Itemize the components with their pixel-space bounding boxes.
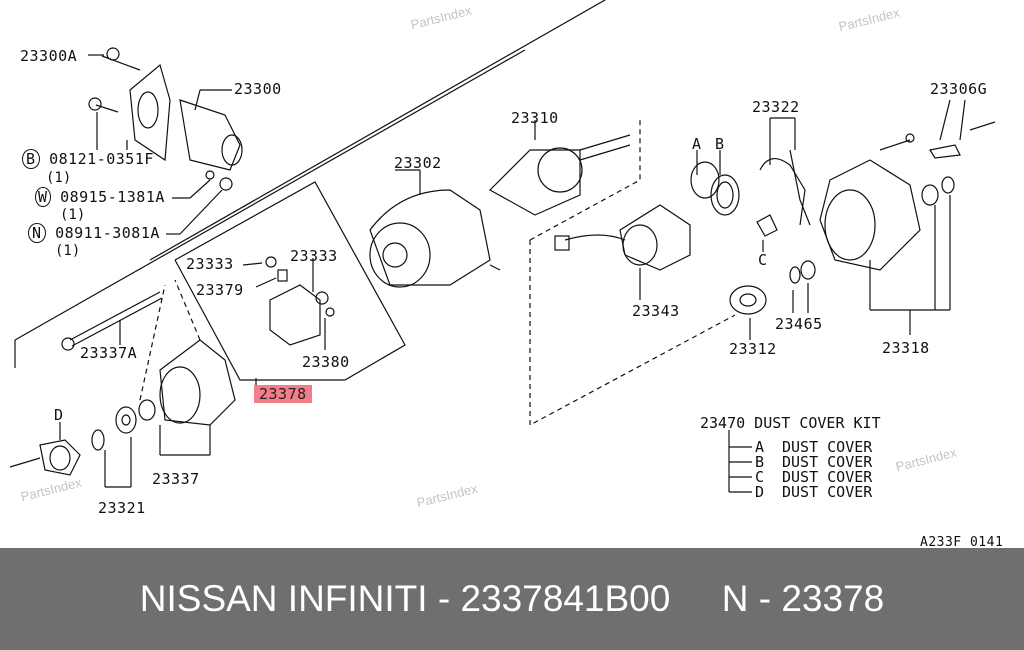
- quantity: (1): [55, 243, 81, 259]
- kit-item-name: DUST COVER: [782, 453, 873, 471]
- part-label[interactable]: 23300: [234, 80, 282, 98]
- footer-banner: NISSAN INFINITI - 2337841B00 N - 23378: [0, 548, 1024, 650]
- kit-item-name: DUST COVER: [782, 438, 873, 456]
- part-label[interactable]: 23306G: [930, 80, 988, 98]
- yoke-drawing: [369, 169, 501, 288]
- part-label[interactable]: 23321: [98, 499, 146, 517]
- part-label[interactable]: 23337A: [80, 344, 138, 362]
- kit-title: 23470 DUST COVER KIT: [700, 414, 881, 432]
- part-label[interactable]: C: [758, 251, 768, 269]
- part-label[interactable]: 23333: [290, 247, 338, 265]
- part-label[interactable]: 23465: [775, 315, 823, 333]
- part-label[interactable]: 23318: [882, 339, 930, 357]
- part-label[interactable]: D: [54, 406, 64, 424]
- part-label[interactable]: N 08911-3081A: [28, 223, 160, 243]
- exploded-view-drawing: [9, 0, 996, 493]
- kit-item-name: DUST COVER: [782, 483, 873, 501]
- part-label[interactable]: A: [692, 135, 702, 153]
- part-label[interactable]: B 08121-0351F: [22, 149, 154, 169]
- figure-code: A233F 0141: [920, 535, 1004, 550]
- circled-n-icon: N: [28, 223, 46, 243]
- starter-motor-drawing: [88, 47, 243, 191]
- armature-drawing: [489, 120, 631, 216]
- part-label[interactable]: 23310: [511, 109, 559, 127]
- part-label[interactable]: B: [715, 135, 725, 153]
- part-label[interactable]: 23312: [729, 340, 777, 358]
- circled-b-icon: B: [22, 149, 40, 169]
- highlighted-part-label[interactable]: 23378: [254, 385, 312, 403]
- part-label[interactable]: 23343: [632, 302, 680, 320]
- circled-w-icon: W: [35, 187, 51, 207]
- part-label[interactable]: 23333: [186, 255, 234, 273]
- part-label[interactable]: 23322: [752, 98, 800, 116]
- part-label[interactable]: 23380: [302, 353, 350, 371]
- quantity: (1): [60, 207, 86, 223]
- kit-item-code: B: [755, 453, 765, 471]
- kit-item-code: C: [755, 468, 765, 486]
- part-label[interactable]: W 08915-1381A: [35, 187, 165, 207]
- part-label[interactable]: 23379: [196, 281, 244, 299]
- quantity: (1): [46, 170, 72, 186]
- kit-item-name: DUST COVER: [782, 468, 873, 486]
- kit-item-code: D: [755, 483, 765, 501]
- part-label[interactable]: 23300A: [20, 47, 78, 65]
- part-title: NISSAN INFINITI - 2337841B00 N - 23378: [139, 578, 885, 619]
- part-label[interactable]: 23302: [394, 154, 442, 172]
- part-label[interactable]: 23337: [152, 470, 200, 488]
- parts-diagram: PartsIndex PartsIndex PartsIndex PartsIn…: [9, 0, 1004, 550]
- kit-item-code: A: [755, 438, 765, 456]
